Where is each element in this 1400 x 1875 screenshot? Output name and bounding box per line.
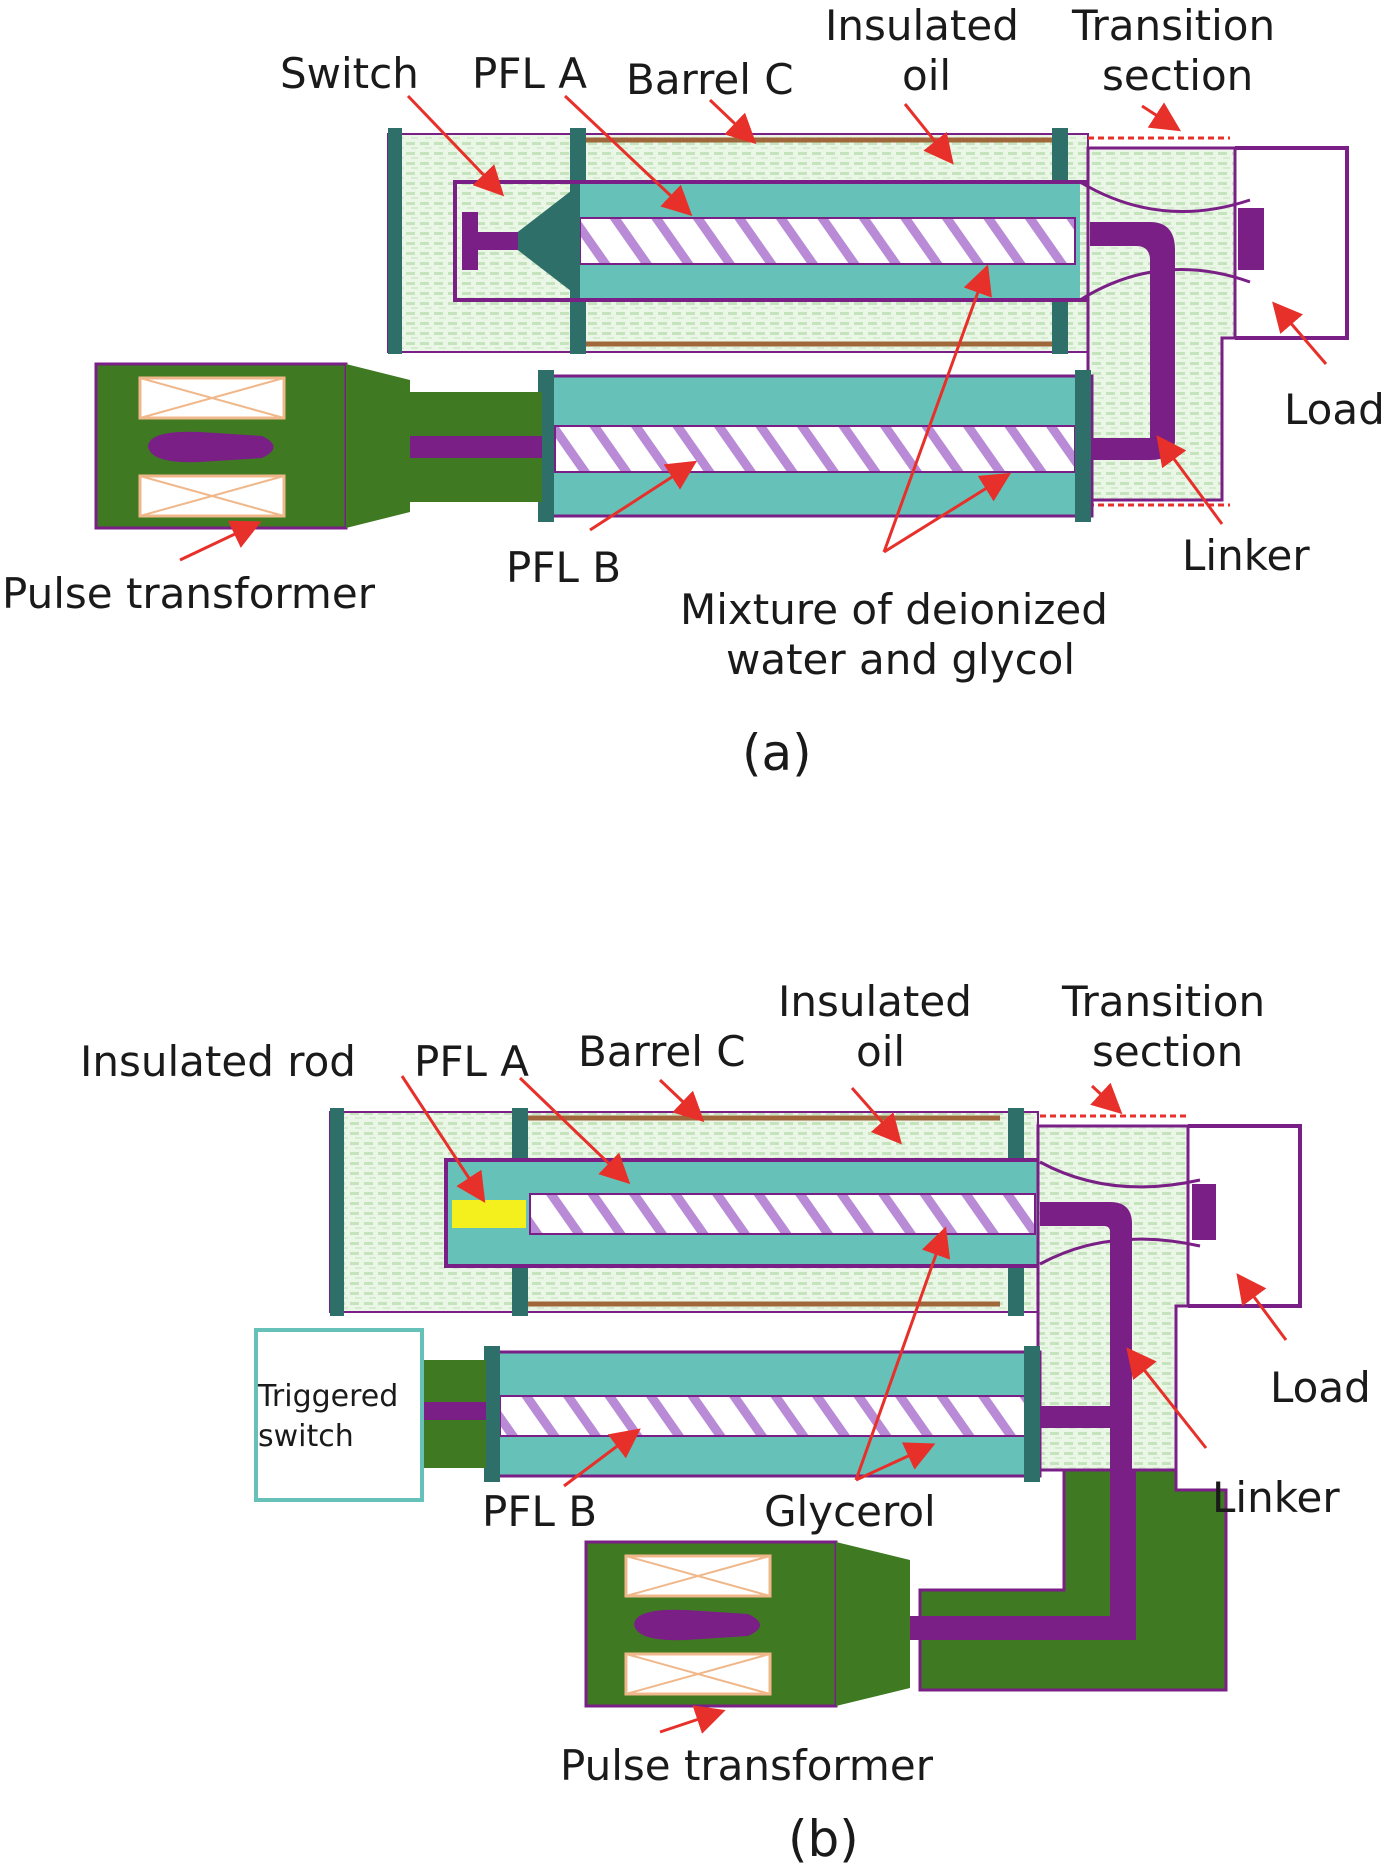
label-insulated-oil-a-line2: oil (902, 51, 951, 100)
upper-housing-b (329, 1108, 1042, 1316)
label-barrel-c-a: Barrel C (626, 55, 794, 104)
label-linker-b: Linker (1212, 1473, 1340, 1522)
pulse-transformer-a (94, 362, 542, 530)
label-load-b: Load (1270, 1363, 1371, 1412)
label-pfl-a-a: PFL A (472, 49, 587, 98)
label-mixture-a-line2: water and glycol (726, 635, 1075, 684)
label-transition-b-line1: Transition (1061, 977, 1265, 1026)
upper-housing-a (387, 128, 1092, 354)
label-barrel-c-b: Barrel C (578, 1027, 746, 1076)
load-a (1235, 146, 1349, 340)
label-transition-a-line1: Transition (1071, 1, 1275, 50)
pulse-transformer-b (584, 1468, 1228, 1708)
label-transition-b-line2: section (1092, 1027, 1243, 1076)
label-triggered-switch-line1: Triggered (257, 1379, 398, 1414)
label-pulse-transformer-a: Pulse transformer (2, 569, 376, 618)
label-insulated-rod-b: Insulated rod (80, 1037, 356, 1086)
label-linker-a: Linker (1182, 531, 1310, 580)
label-insulated-oil-a-line1: Insulated (825, 1, 1019, 50)
label-transition-a-line2: section (1102, 51, 1253, 100)
caption-b: (b) (788, 1810, 859, 1868)
transition-section-b (1036, 1114, 1201, 1490)
label-insulated-oil-b-line2: oil (856, 1027, 905, 1076)
triggered-switch: Triggered switch (254, 1328, 424, 1502)
label-pfl-a-b: PFL A (414, 1037, 529, 1086)
label-glycerol-b: Glycerol (764, 1487, 936, 1536)
diagram-b: Triggered switch (80, 977, 1371, 1868)
diagram-a: Switch PFL A Barrel C Insulated oil Tran… (2, 1, 1385, 782)
label-insulated-oil-b-line1: Insulated (778, 977, 972, 1026)
arrows-b (400, 1075, 1288, 1734)
label-pfl-b-b: PFL B (482, 1487, 597, 1536)
caption-a: (a) (742, 724, 812, 782)
pfl-b-b (420, 1346, 1042, 1482)
label-mixture-a-line1: Mixture of deionized (680, 585, 1108, 634)
label-load-a: Load (1284, 385, 1385, 434)
transition-section-a (1079, 136, 1251, 507)
label-pfl-b-a: PFL B (506, 543, 621, 592)
load-b (1188, 1124, 1302, 1308)
label-switch-a: Switch (280, 49, 419, 98)
pfl-b-a (538, 370, 1094, 522)
label-pulse-transformer-b: Pulse transformer (560, 1741, 934, 1790)
arrows-a (179, 94, 1328, 562)
label-triggered-switch-line2: switch (258, 1419, 354, 1454)
